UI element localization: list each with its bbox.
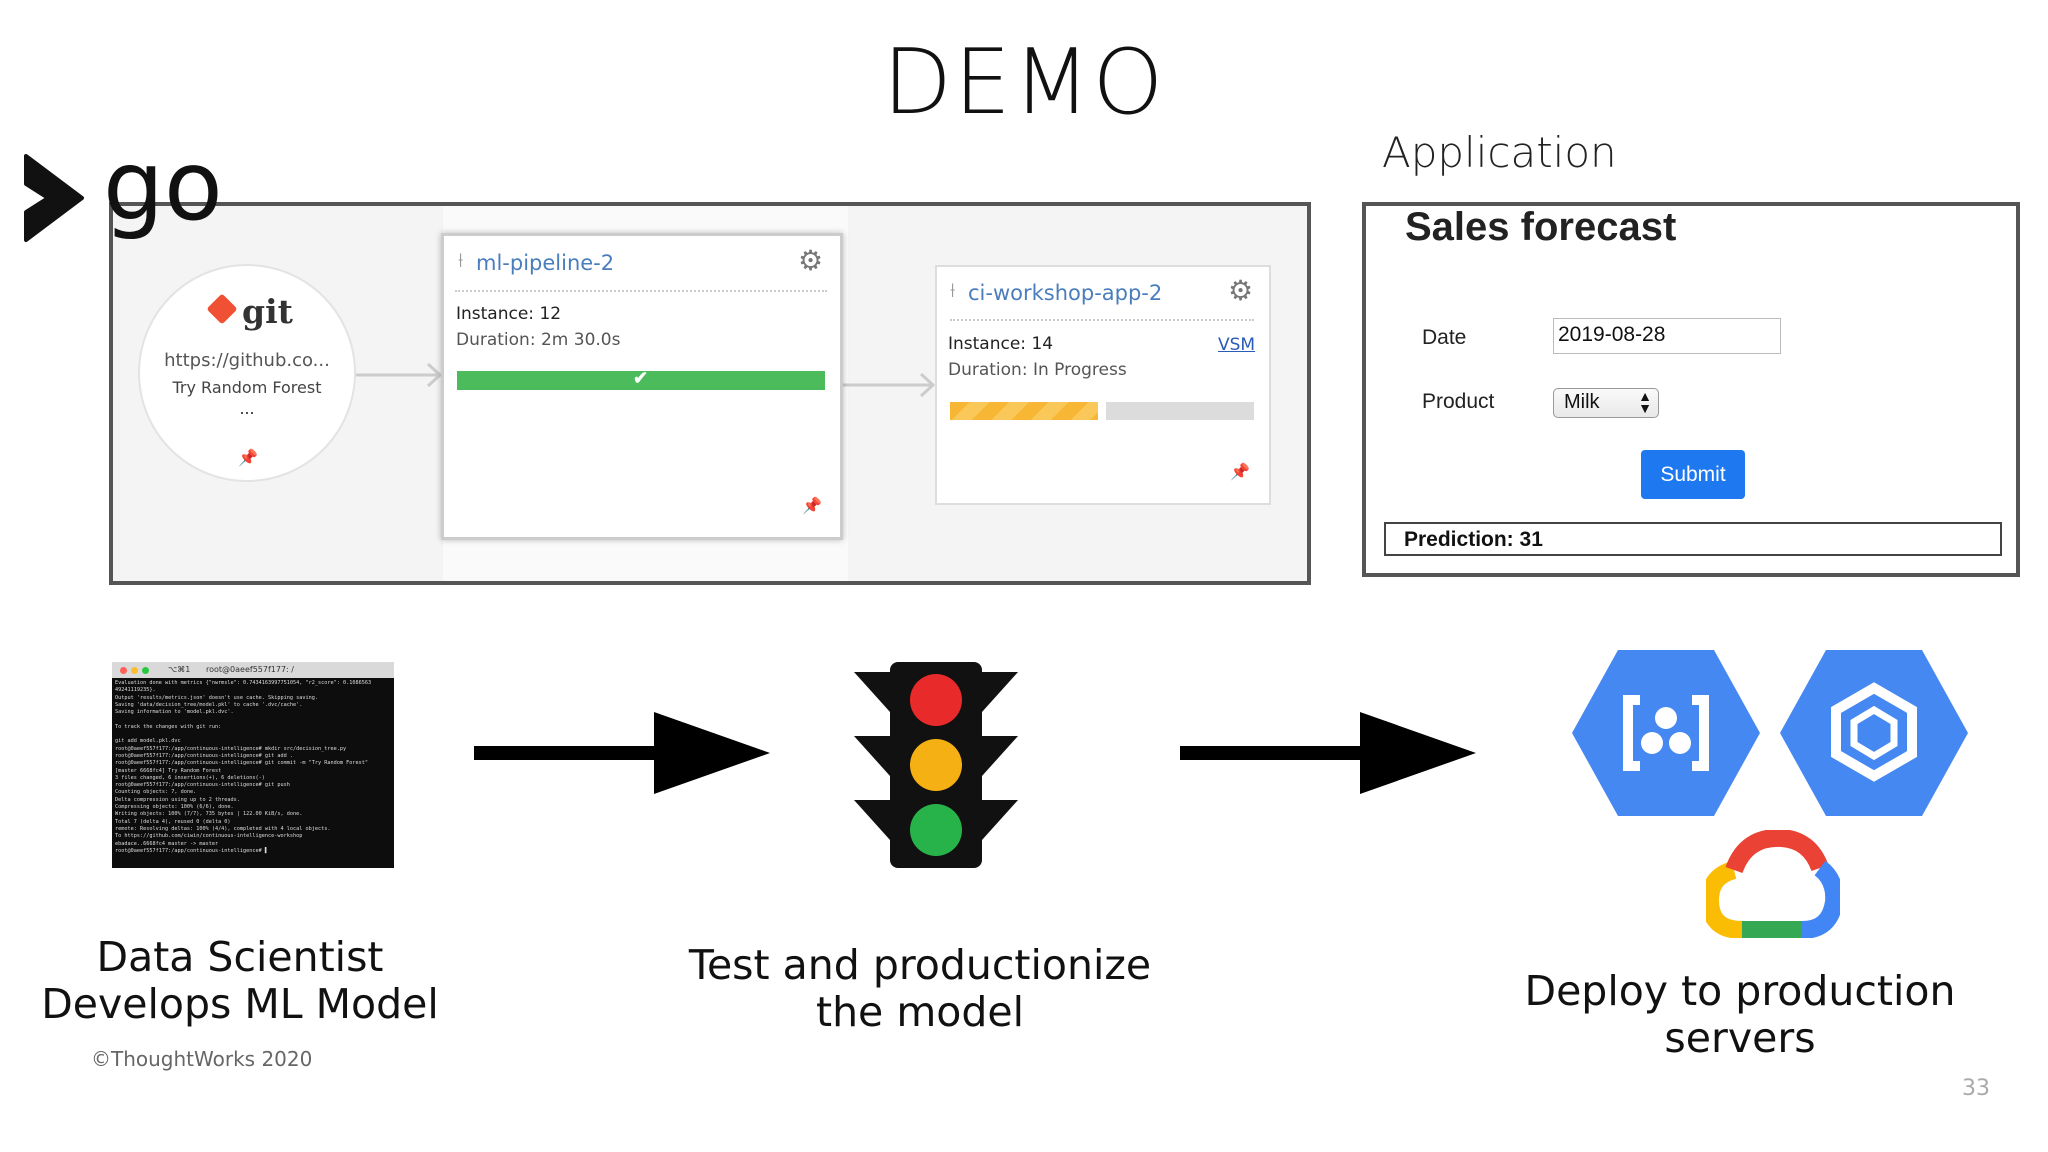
prediction-result: Prediction: 31 bbox=[1384, 522, 2002, 556]
product-select[interactable]: Milk ▲▼ bbox=[1553, 388, 1659, 418]
material-url: https://github.co... bbox=[138, 350, 356, 371]
date-input[interactable]: 2019-08-28 bbox=[1553, 318, 1781, 354]
gear-icon[interactable]: ⚙ bbox=[798, 244, 823, 277]
pin-icon[interactable]: 📌 bbox=[238, 448, 258, 468]
arrow-right-icon bbox=[1180, 712, 1476, 794]
pipeline-flag-icon: ⟊ bbox=[458, 250, 463, 273]
terminal-line: Writing objects: 100% (7/7), 735 bytes |… bbox=[112, 811, 394, 818]
terminal-line: Saving 'data/decision_tree/model.pkl' to… bbox=[112, 702, 394, 709]
pipeline-instance: Instance: 12 bbox=[456, 304, 561, 324]
pipeline-to-pipeline-connector bbox=[843, 370, 938, 400]
terminal-screenshot: Evaluation done with metrics {"nwrmsle":… bbox=[112, 662, 394, 868]
zoom-dot-icon bbox=[142, 667, 149, 674]
terminal-line: 3 files changed, 6 insertions(+), 6 dele… bbox=[112, 775, 394, 782]
terminal-line: To https://github.com/ciwin/continuous-i… bbox=[112, 833, 394, 840]
gear-icon[interactable]: ⚙ bbox=[1228, 274, 1253, 307]
pipeline-instance: Instance: 14 bbox=[948, 334, 1053, 354]
arrow-right-icon bbox=[474, 712, 770, 794]
terminal-line: ebadace..6668fc4 master -> master bbox=[112, 841, 394, 848]
terminal-line: root@0aeef557f177:/app/continuous-intell… bbox=[112, 753, 394, 760]
terminal-line: Delta compression using up to 2 threads. bbox=[112, 797, 394, 804]
terminal-line: root@0aeef557f177:/app/continuous-intell… bbox=[112, 760, 394, 767]
sales-forecast-title: Sales forecast bbox=[1405, 205, 1676, 250]
terminal-line: Output 'results/metrics.json' doesn't us… bbox=[112, 695, 394, 702]
terminal-line: root@0aeef557f177:/app/continuous-intell… bbox=[112, 782, 394, 789]
pipeline-duration: Duration: In Progress bbox=[948, 360, 1127, 380]
gocd-logo-text: go bbox=[103, 138, 223, 234]
step-caption-test: Test and productionize the model bbox=[680, 942, 1160, 1036]
vsm-link[interactable]: VSM bbox=[1218, 335, 1255, 355]
terminal-shortcut: ⌥⌘1 bbox=[168, 662, 190, 678]
copyright: ©ThoughtWorks 2020 bbox=[91, 1047, 312, 1071]
terminal-line: 49241119235}. bbox=[112, 687, 394, 694]
traffic-light-icon bbox=[850, 660, 1022, 872]
material-more: ... bbox=[138, 398, 356, 419]
terminal-line: Total 7 (delta 4), reused 0 (delta 0) bbox=[112, 819, 394, 826]
pin-icon[interactable]: 📌 bbox=[1230, 462, 1250, 482]
terminal-line: Evaluation done with metrics {"nwrmsle":… bbox=[112, 680, 394, 687]
product-label: Product bbox=[1422, 390, 1494, 414]
terminal-line: Compressing objects: 100% (6/6), done. bbox=[112, 804, 394, 811]
stage-bar-in-progress[interactable] bbox=[950, 402, 1098, 420]
pipeline-flag-icon: ⟊ bbox=[950, 280, 955, 303]
slide-title: DEMO bbox=[0, 30, 2048, 135]
gcp-hexagon-icon bbox=[1778, 648, 1970, 818]
date-label: Date bbox=[1422, 326, 1466, 350]
terminal-line: To track the changes with git run: bbox=[112, 724, 394, 731]
step-caption-deploy: Deploy to production servers bbox=[1510, 968, 1970, 1062]
terminal-line: git add model.pkl.dvc bbox=[112, 738, 394, 745]
material-to-pipeline-connector bbox=[356, 360, 446, 390]
stage-bar-pending[interactable] bbox=[1106, 402, 1254, 420]
terminal-line: Counting objects: 7, done. bbox=[112, 789, 394, 796]
terminal-line: [master 6668fc4] Try Random Forest bbox=[112, 768, 394, 775]
terminal-line: remote: Resolving deltas: 100% (4/4), co… bbox=[112, 826, 394, 833]
terminal-line bbox=[112, 716, 394, 723]
check-icon: ✔ bbox=[633, 368, 648, 389]
minimize-dot-icon bbox=[131, 667, 138, 674]
terminal-line: root@0aeef557f177:/app/continuous-intell… bbox=[112, 746, 394, 753]
submit-button[interactable]: Submit bbox=[1641, 450, 1745, 499]
material-commit-message: Try Random Forest bbox=[138, 378, 356, 397]
terminal-line: root@0aeef557f177:/app/continuous-intell… bbox=[112, 848, 394, 855]
page-number: 33 bbox=[1962, 1076, 1990, 1101]
terminal-line: Saving information to 'model.pkl.dvc'. bbox=[112, 709, 394, 716]
gcp-hexagon-icon bbox=[1570, 648, 1762, 818]
terminal-title: root@0aeef557f177: / bbox=[206, 662, 294, 678]
application-label: Application bbox=[1382, 128, 1617, 177]
product-select-value: Milk bbox=[1564, 391, 1600, 413]
google-cloud-icon bbox=[1706, 830, 1840, 938]
pipeline-name[interactable]: ci-workshop-app-2 bbox=[968, 281, 1162, 305]
terminal-line bbox=[112, 731, 394, 738]
step-caption-data-scientist: Data Scientist Develops ML Model bbox=[20, 934, 460, 1028]
pin-icon[interactable]: 📌 bbox=[802, 496, 822, 516]
git-type-label: git bbox=[242, 292, 293, 331]
close-dot-icon bbox=[120, 667, 127, 674]
select-arrows-icon: ▲▼ bbox=[1638, 390, 1652, 414]
pipeline-name[interactable]: ml-pipeline-2 bbox=[476, 251, 614, 275]
pipeline-duration: Duration: 2m 30.0s bbox=[456, 330, 620, 350]
